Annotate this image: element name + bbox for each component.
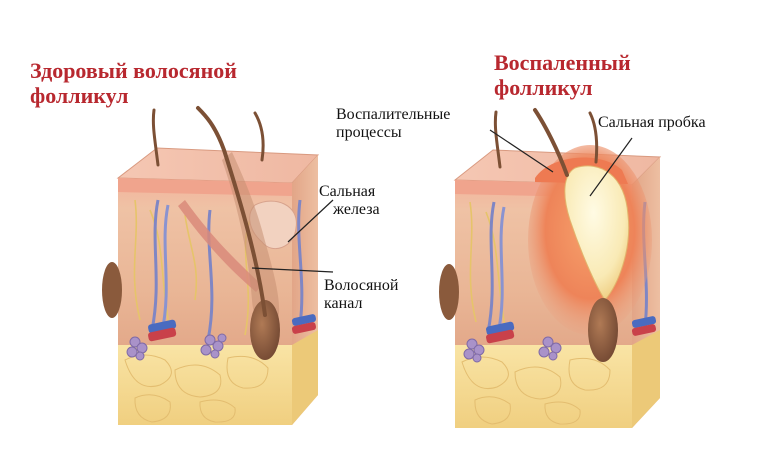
hair-canal-label: Волосяной канал xyxy=(324,277,398,313)
canal-label-line-2: канал xyxy=(324,295,363,312)
sebaceous-gland-label: Сальная железа xyxy=(319,183,380,219)
leader-canal xyxy=(251,267,334,273)
skin-surface xyxy=(116,147,320,184)
vessel-cap-blue-2 xyxy=(291,314,317,326)
fat-layer-inflamed xyxy=(455,345,632,428)
inflammation-label: Воспалительные процессы xyxy=(336,106,450,142)
gland-label-line-1: Сальная xyxy=(319,183,376,200)
inflamed-title-line-1: Воспаленный xyxy=(494,50,631,75)
hair-bulb xyxy=(250,300,280,360)
fat-cells-inflamed xyxy=(461,356,611,425)
vessel-cap-blue-3 xyxy=(486,321,515,336)
plug-label-line-1: Сальная пробка xyxy=(598,114,706,131)
fat-side-inflamed xyxy=(632,330,660,428)
sebum-plug-label: Сальная пробка xyxy=(598,114,706,132)
inflamed-title-line-2: фолликул xyxy=(494,75,593,100)
hair-bulb-inflamed xyxy=(588,298,618,362)
inflammation-label-line-2: процессы xyxy=(336,124,402,141)
hair-shafts-inflamed xyxy=(493,108,599,177)
inflammation-label-line-1: Воспалительные xyxy=(336,106,451,123)
healthy-follicle-title: Здоровый волосяной фолликул xyxy=(30,58,237,108)
coiled-glands-inflamed xyxy=(463,336,562,363)
coiled-glands xyxy=(126,333,227,361)
leader-lines xyxy=(251,129,633,273)
inflamed-follicle-title: Воспаленный фолликул xyxy=(494,50,631,100)
vessel-cap-blue-4 xyxy=(631,316,657,328)
vessel-cap-blue xyxy=(148,319,177,334)
leader-plug xyxy=(589,137,633,197)
healthy-title-line-1: Здоровый волосяной xyxy=(30,58,237,83)
leader-gland xyxy=(287,199,334,243)
arrector-muscle xyxy=(178,200,262,292)
fat-side xyxy=(292,330,318,425)
healthy-skin-block xyxy=(102,106,320,425)
canal-label-line-1: Волосяной xyxy=(324,277,399,294)
hair-shafts xyxy=(151,106,267,317)
sweat-gland-inflamed xyxy=(439,264,459,320)
sweat-gland xyxy=(102,262,122,318)
leader-inflammation xyxy=(489,129,554,173)
vessel-cap-red-4 xyxy=(631,324,657,336)
vessel-cap-red-3 xyxy=(486,329,515,344)
gland-label-line-2: железа xyxy=(333,201,380,218)
healthy-title-line-2: фолликул xyxy=(30,83,129,108)
fat-layer xyxy=(118,345,292,425)
vessel-cap-red-2 xyxy=(291,322,317,334)
vessel-cap-red xyxy=(148,327,177,342)
inflamed-skin-block xyxy=(439,108,662,428)
fat-cells xyxy=(124,354,269,423)
